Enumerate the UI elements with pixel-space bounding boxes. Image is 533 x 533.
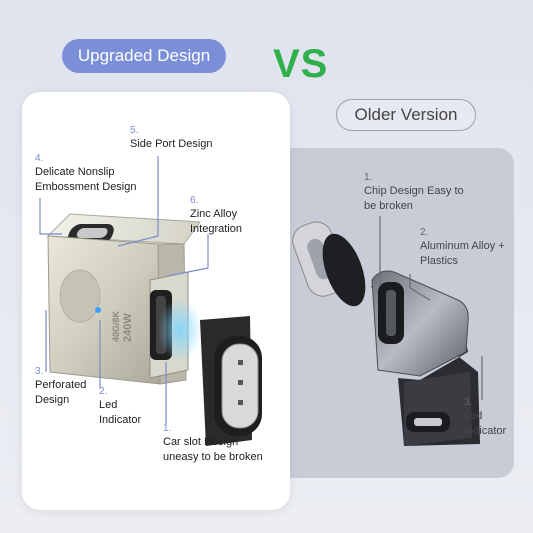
feature-perforated: 3. Perforated Design [35, 366, 97, 408]
upgraded-magnetic-tip [200, 316, 262, 446]
magnetic-glow [158, 298, 202, 362]
older-feature-chip: 1. Chip Design Easy to be broken [364, 172, 464, 214]
feature-car-slot: 1. Car slot Design uneasy to be broken [163, 423, 275, 465]
feature-label: Zinc Alloy Integration [190, 208, 242, 235]
feature-label: Car slot Design uneasy to be broken [163, 436, 263, 463]
feature-number: 1. [163, 423, 172, 434]
feature-number: 4. [35, 153, 44, 164]
feature-label: Aluminum Alloy + Plastics [420, 240, 505, 267]
adapter-print-spec: 40G/8K [111, 310, 121, 342]
upgraded-design-pill: Upgraded Design [62, 39, 226, 73]
feature-number: 2. [420, 227, 429, 238]
older-callout-lines [379, 216, 483, 400]
feature-number: 6. [190, 195, 199, 206]
feature-number: 2. [99, 386, 108, 397]
feature-zinc-alloy: 6. Zinc Alloy Integration [190, 195, 260, 237]
older-feature-led: 3. Led Indicator [464, 397, 512, 439]
feature-label: Led Indicator [99, 399, 142, 426]
feature-number: 3. [35, 366, 44, 377]
upgraded-adapter: 40G/8K 240W [46, 213, 201, 385]
feature-label: Perforated Design [35, 379, 87, 406]
feature-number: 1. [364, 172, 373, 183]
upgraded-callout-lines [39, 156, 209, 424]
older-feature-aluminum: 2. Aluminum Alloy + Plastics [420, 227, 512, 269]
feature-led: 2. Led Indicator [99, 386, 155, 428]
feature-embossment: 4. Delicate Nonslip Embossment Design [35, 153, 143, 195]
older-adapter [370, 270, 480, 446]
vs-label: VS [273, 42, 329, 86]
older-version-pill: Older Version [336, 99, 476, 131]
feature-number: 3. [464, 397, 473, 408]
feature-label: Led Indicator [464, 410, 507, 437]
feature-label: Delicate Nonslip Embossment Design [35, 166, 137, 193]
older-magnetic-tip [292, 221, 366, 307]
feature-number: 5. [130, 125, 139, 136]
adapter-print-power: 240W [122, 313, 134, 342]
feature-label: Side Port Design [130, 138, 213, 150]
feature-side-port: 5. Side Port Design [130, 125, 213, 152]
feature-label: Chip Design Easy to be broken [364, 185, 464, 212]
